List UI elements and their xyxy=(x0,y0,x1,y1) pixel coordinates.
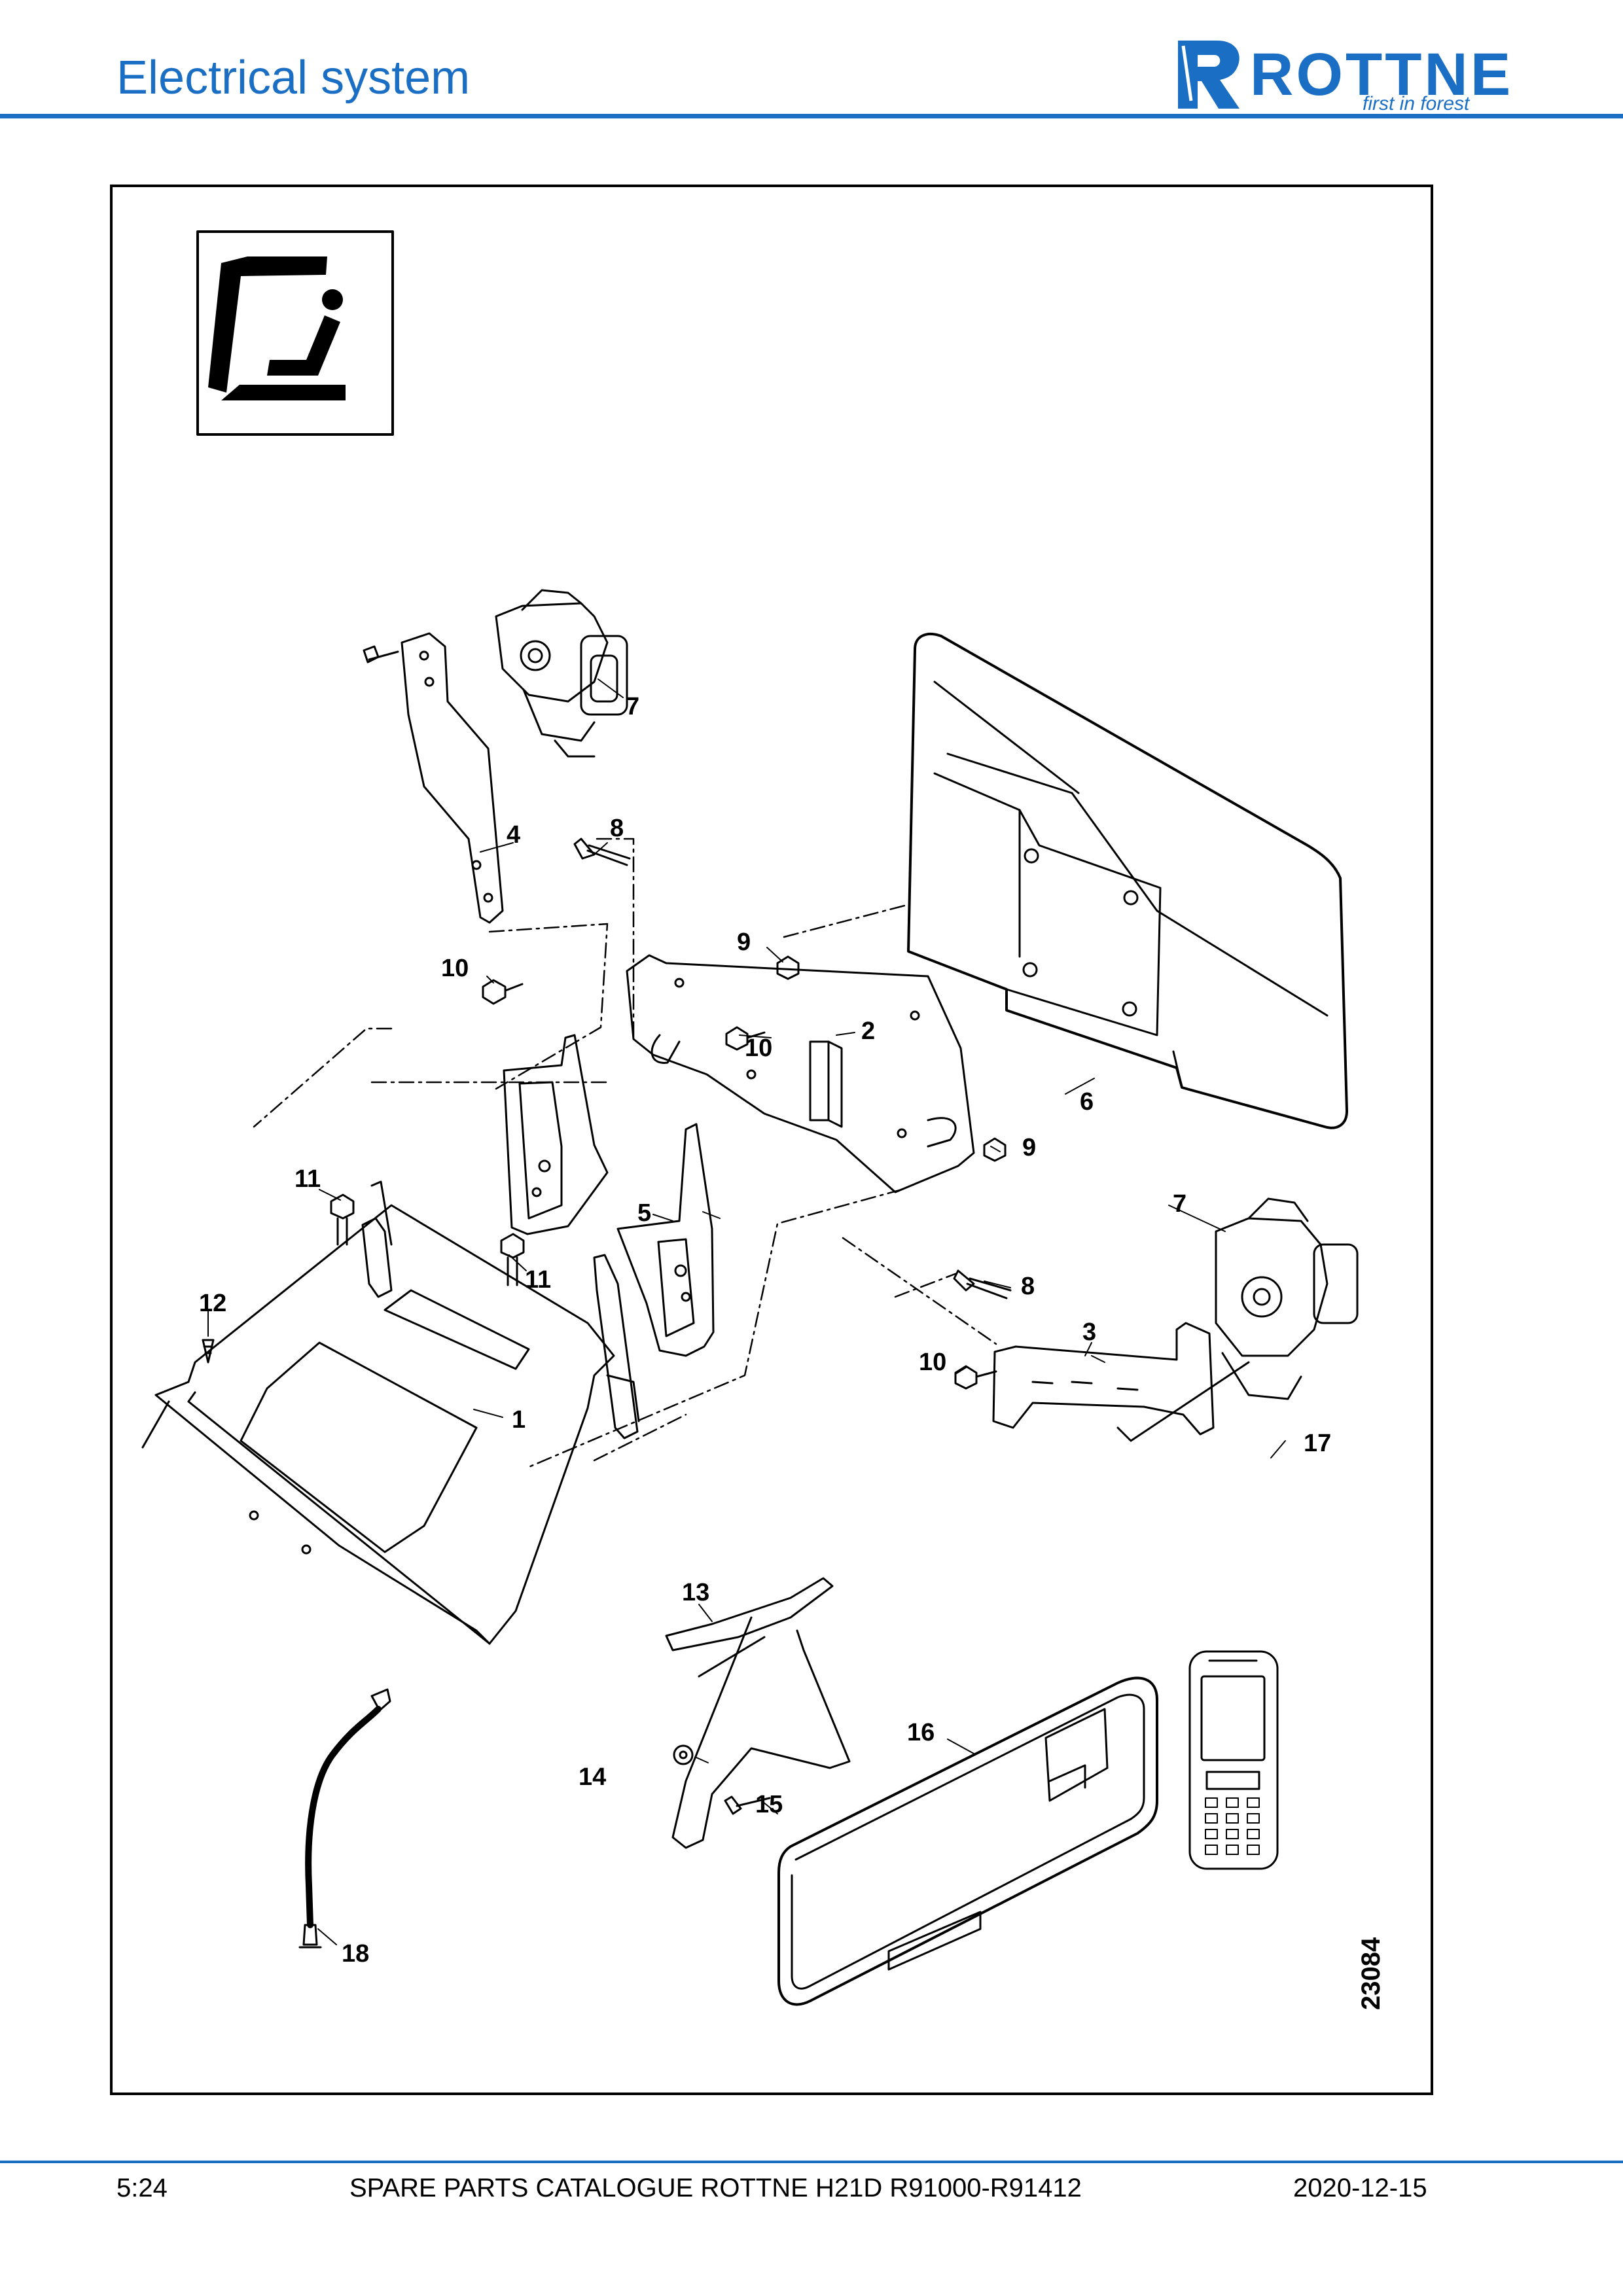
illustration-frame xyxy=(110,185,1433,2095)
part-phone xyxy=(1188,1650,1279,1870)
callout-labels: 7 4 8 9 10 2 10 6 9 11 5 7 11 8 12 3 10 … xyxy=(199,693,1385,2010)
footer-rule xyxy=(0,2161,1623,2163)
assembly-lines xyxy=(253,838,997,1468)
callout-5: 5 xyxy=(637,1199,651,1227)
part-gooseneck xyxy=(298,1688,391,1949)
callout-3: 3 xyxy=(1082,1318,1096,1346)
callout-6: 6 xyxy=(1080,1088,1094,1116)
callout-2: 2 xyxy=(861,1017,875,1045)
callout-leaders xyxy=(207,679,1286,1945)
callout-1: 1 xyxy=(512,1406,526,1434)
callout-8-lower: 8 xyxy=(1021,1273,1035,1300)
page-number: 5:24 xyxy=(116,2174,168,2202)
part-bracket-4 xyxy=(363,632,504,924)
callout-10-left: 10 xyxy=(441,955,469,982)
part-plate-2 xyxy=(626,954,975,1193)
part-holder-upper xyxy=(495,589,628,758)
part-nut-9 xyxy=(776,955,1007,1162)
page-title: Electrical system xyxy=(116,52,471,104)
callout-11-middle: 11 xyxy=(525,1266,551,1294)
part-slides-5 xyxy=(503,1034,715,1357)
catalogue-date: 2020-12-15 xyxy=(1293,2174,1427,2202)
part-bolt-8-upper xyxy=(573,838,631,866)
callout-11-left: 11 xyxy=(294,1165,321,1193)
rottne-logo: ROTTNE first in forest xyxy=(1171,35,1525,115)
part-frame-bracket-1 xyxy=(141,1180,640,1645)
callout-7-lower: 7 xyxy=(1173,1190,1186,1218)
catalogue-title: SPARE PARTS CATALOGUE ROTTNE H21D R91000… xyxy=(349,2174,1082,2202)
callout-13: 13 xyxy=(682,1579,709,1606)
part-holder-bracket xyxy=(665,1577,851,1849)
callout-4: 4 xyxy=(507,821,520,849)
callout-7-upper: 7 xyxy=(626,693,639,720)
part-display xyxy=(907,632,1348,1129)
logo-wordmark: ROTTNE xyxy=(1250,41,1514,108)
callout-16: 16 xyxy=(907,1719,935,1746)
callout-9-upper: 9 xyxy=(737,928,751,956)
logo-tagline: first in forest xyxy=(1363,93,1470,115)
callout-9-lower: 9 xyxy=(1022,1134,1036,1161)
callout-12: 12 xyxy=(199,1290,226,1317)
part-bolt-11 xyxy=(330,1193,525,1286)
callout-10-middle: 10 xyxy=(745,1034,772,1062)
figure-number: 23084 xyxy=(1357,1937,1385,2010)
callout-10-right: 10 xyxy=(919,1349,946,1376)
callout-18: 18 xyxy=(342,1940,369,1968)
callout-14: 14 xyxy=(579,1763,606,1791)
header-rule xyxy=(0,114,1623,118)
callout-15: 15 xyxy=(755,1791,783,1818)
callout-8-upper: 8 xyxy=(610,815,624,842)
part-bolt-8-lower xyxy=(953,1269,1012,1299)
part-holder-lower xyxy=(1116,1197,1359,1442)
cab-seat-icon xyxy=(196,230,394,436)
part-panel xyxy=(777,1676,1158,2006)
part-screw-12 xyxy=(202,1339,215,1364)
part-bracket-3 xyxy=(992,1322,1215,1436)
part-bolt-10 xyxy=(482,979,997,1390)
exploded-parts-drawing: 7 4 8 9 10 2 10 6 9 11 5 7 11 8 12 3 10 … xyxy=(141,230,1385,2010)
rottne-mark-icon xyxy=(1178,41,1240,109)
callout-17: 17 xyxy=(1304,1430,1331,1457)
